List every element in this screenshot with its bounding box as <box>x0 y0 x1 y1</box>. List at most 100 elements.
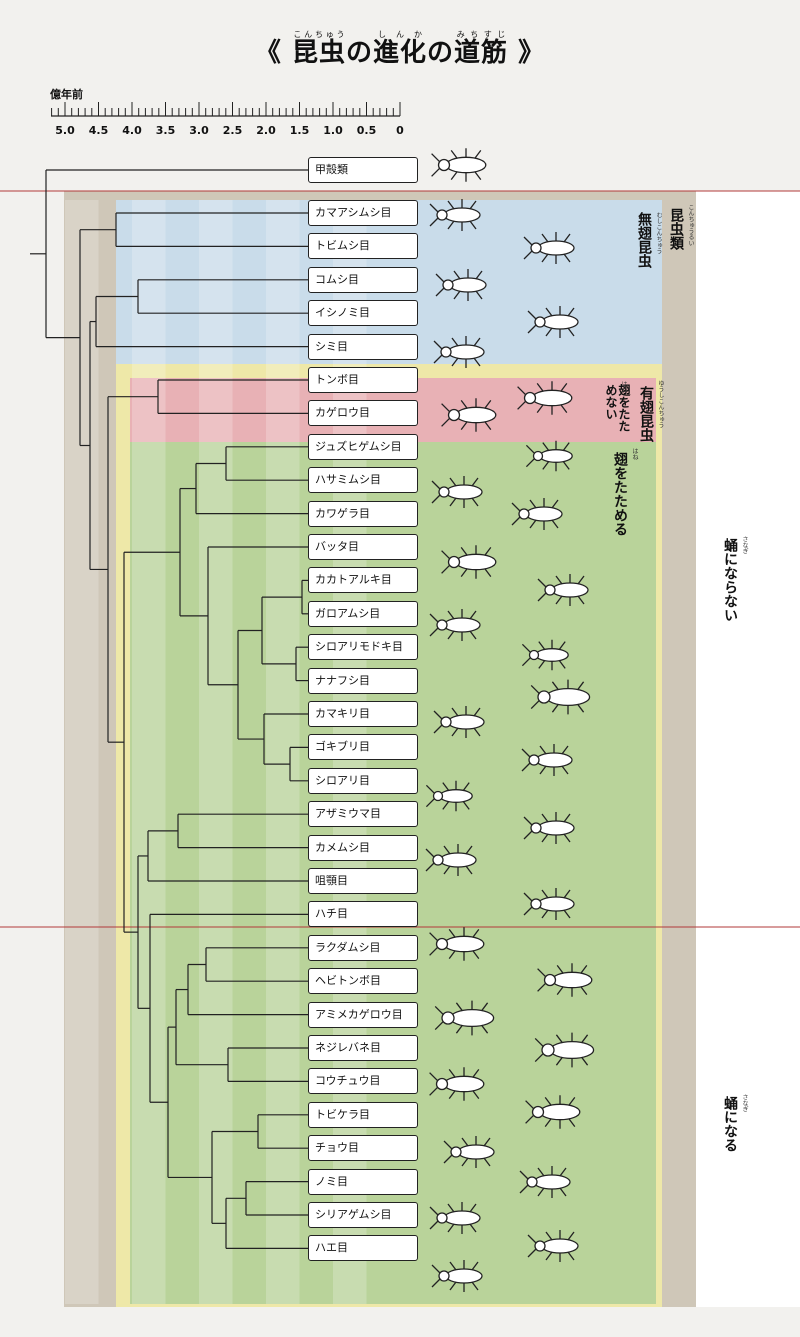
taxon-box: ハサミムシ目 <box>308 467 418 494</box>
can-fold-label: 翅をたためる <box>612 452 628 536</box>
apterygota-ruby: むしこんちゅう <box>655 212 662 254</box>
taxon-box: ガロアムシ目 <box>308 600 418 627</box>
title-segment: の <box>427 38 455 68</box>
time-stripe <box>132 200 166 1304</box>
scale-tick-label: 4.0 <box>122 124 142 137</box>
taxon-box: シミ目 <box>308 333 418 360</box>
taxon-box: 咀顎目 <box>308 868 418 894</box>
taxon-box: ノミ目 <box>308 1168 418 1195</box>
taxon-box: ハチ目 <box>308 901 418 928</box>
taxon-box: イシノミ目 <box>308 300 418 327</box>
scale-tick-label: 3.5 <box>155 124 176 137</box>
taxon-box: ラクダムシ目 <box>308 934 418 961</box>
pterygota-label: 有翅昆虫 <box>638 386 654 442</box>
taxon-box: カカトアルキ目 <box>308 567 418 594</box>
taxon-box: ジュズヒゲムシ目 <box>308 433 418 460</box>
insect-icon <box>431 476 483 508</box>
insect-icon <box>441 398 497 432</box>
title-segment: の <box>345 38 373 68</box>
insect-icon <box>429 1067 485 1101</box>
taxon-box: コムシ目 <box>308 266 418 293</box>
taxon-box: トビムシ目 <box>308 233 418 260</box>
cannot-fold-ruby: はね <box>620 381 627 393</box>
insect-icon <box>530 679 591 715</box>
taxon-box: アザミウマ目 <box>308 801 418 828</box>
pupa-label: 蛹になる <box>722 1096 738 1152</box>
scale-tick-label: 1.0 <box>323 124 343 137</box>
taxon-box: アミメカゲロウ目 <box>308 1001 418 1028</box>
apterygota-label: 無翅昆虫 <box>636 212 652 268</box>
taxon-box: ナナフシ目 <box>308 667 418 694</box>
insect-icon <box>425 780 473 812</box>
insect-icon <box>443 1136 495 1168</box>
insect-icon <box>525 1095 581 1129</box>
insect-icon <box>521 744 573 776</box>
time-stripe <box>65 200 99 1304</box>
title-ruby: みちすじ <box>454 30 509 39</box>
insect-icon <box>433 336 485 368</box>
taxon-box: 甲殻類 <box>308 157 418 183</box>
tree-branches <box>30 169 308 1249</box>
insect-icon <box>517 381 573 415</box>
scale-tick-label: 2.5 <box>222 124 243 137</box>
taxon-box: トビケラ目 <box>308 1101 418 1128</box>
time-stripe <box>266 200 300 1304</box>
insecta-ruby: こんちゅうるい <box>687 204 694 246</box>
taxon-box: チョウ目 <box>308 1135 418 1162</box>
no-pupa-ruby: さなぎ <box>741 536 748 554</box>
insecta-label: 昆虫類 <box>668 208 684 250</box>
insect-icon <box>511 498 563 530</box>
title-ruby: こんちゅう <box>291 30 346 39</box>
insect-icon <box>429 1202 481 1234</box>
taxon-box: シロアリ目 <box>308 767 418 794</box>
scale-ticks <box>51 102 401 116</box>
taxon-box: カワゲラ目 <box>308 500 418 527</box>
scale-tick-label: 0 <box>396 124 404 137</box>
scale-tick-label: 1.5 <box>289 124 310 137</box>
insect-icon <box>527 1230 579 1262</box>
taxon-box: カメムシ目 <box>308 834 418 861</box>
insect-icon <box>523 232 575 264</box>
insect-icon <box>429 199 481 231</box>
insect-icon <box>429 927 485 961</box>
insect-icon <box>431 1260 483 1292</box>
insect-icon <box>523 888 575 920</box>
pupa-ruby: さなぎ <box>741 1094 748 1112</box>
taxon-box: カゲロウ目 <box>308 400 418 427</box>
taxon-box: ハエ目 <box>308 1235 418 1262</box>
taxon-box: カマキリ目 <box>308 701 418 727</box>
no-pupa-label: 蛹にならない <box>722 538 738 622</box>
insect-icon <box>534 1032 595 1068</box>
insect-icon <box>527 306 579 338</box>
insect-icon <box>433 706 485 738</box>
page-title: 《 昆虫こんちゅうの進化しんかの道筋みちすじ 》 <box>0 30 800 69</box>
taxon-box: ヘビトンボ目 <box>308 968 418 995</box>
insect-icon <box>425 844 477 876</box>
taxon-box: カマアシムシ目 <box>308 200 418 226</box>
insect-icon <box>537 574 589 606</box>
cannot-fold-label: 翅をたためない <box>604 384 631 432</box>
taxon-box: コウチュウ目 <box>308 1068 418 1095</box>
scale-tick-label: 2.0 <box>256 124 276 137</box>
title-open: 《 <box>254 38 282 68</box>
scale-tick-label: 4.5 <box>88 124 109 137</box>
insect-icon <box>431 148 487 182</box>
insect-icon <box>521 639 569 671</box>
can-fold-ruby: はね <box>631 448 638 460</box>
taxon-box: トンボ目 <box>308 367 418 393</box>
white-side-column <box>696 191 800 1307</box>
scale-tick-label: 0.5 <box>356 124 377 137</box>
insect-icon <box>435 269 487 301</box>
title-segment: 昆虫こんちゅう <box>291 30 346 68</box>
insect-icon <box>519 1166 571 1198</box>
pterygota-ruby: ゆうしこんちゅう <box>657 380 664 428</box>
taxon-box: ネジレバネ目 <box>308 1035 418 1061</box>
title-ruby: しんか <box>372 30 427 39</box>
scale-tick-label: 5.0 <box>55 124 75 137</box>
scale-unit-label: 億年前 <box>50 88 83 101</box>
insect-icon <box>441 545 497 579</box>
insect-icon <box>523 812 575 844</box>
insect-illustrations <box>425 148 595 1292</box>
title-words: 昆虫こんちゅうの進化しんかの道筋みちすじ <box>291 30 508 68</box>
